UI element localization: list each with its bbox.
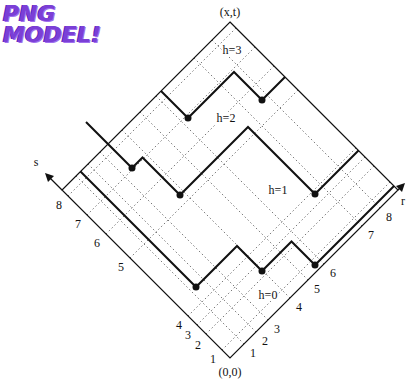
nucleation-dot [259,97,266,104]
s-arrowhead [45,173,54,182]
nucleation-dot [193,284,200,291]
height-line [86,122,359,195]
axis-tick: 4 [175,319,183,331]
axis-name: r [401,195,405,207]
grid-line [106,66,274,234]
nucleation-dot [312,191,319,198]
height-label: h=1 [268,184,289,196]
axis-tick: 7 [74,218,82,230]
grid-line [130,90,298,258]
r-arrowhead [396,183,405,192]
height-lines [81,72,395,287]
axis-tick: 8 [385,211,393,223]
axis-tick: 1 [249,347,257,359]
height-label: h=3 [222,44,243,56]
axis-tick: 5 [313,283,321,295]
axis-tick: 5 [117,261,125,273]
height-label: h=2 [216,112,237,124]
nucleation-dot [259,268,266,275]
axis-tick: 7 [367,229,375,241]
axis-tick: 3 [273,323,281,335]
nucleation-dot [129,165,136,172]
axis-tick: 8 [55,199,63,211]
grid-line [188,148,356,316]
grid-line [100,152,268,320]
axis-tick: 2 [261,335,269,347]
nucleation-dots [129,97,319,291]
grid-line [68,28,236,196]
corner-label: (x,t) [219,6,241,18]
nucleation-dot [185,115,192,122]
grid-line [76,176,244,344]
nucleation-dot [177,192,184,199]
grid-line [222,182,390,350]
axis-tick: 3 [184,329,192,341]
axis-tick: 2 [194,339,202,351]
grid-line [206,166,374,334]
nucleation-dot [312,262,319,269]
space-time-diamond [62,22,398,358]
png-title: PNG MODEL! [3,4,103,46]
axis-name: s [34,156,39,168]
axis-tick: 4 [295,301,303,313]
height-label: h=0 [258,289,279,301]
axis-tick: 6 [329,267,337,279]
axis-tick: 1 [209,353,217,365]
height-line [81,172,395,288]
grid-line [87,47,255,215]
grid-lines [68,28,390,350]
axis-tick: 6 [93,237,101,249]
corner-label: (0,0) [219,366,242,378]
